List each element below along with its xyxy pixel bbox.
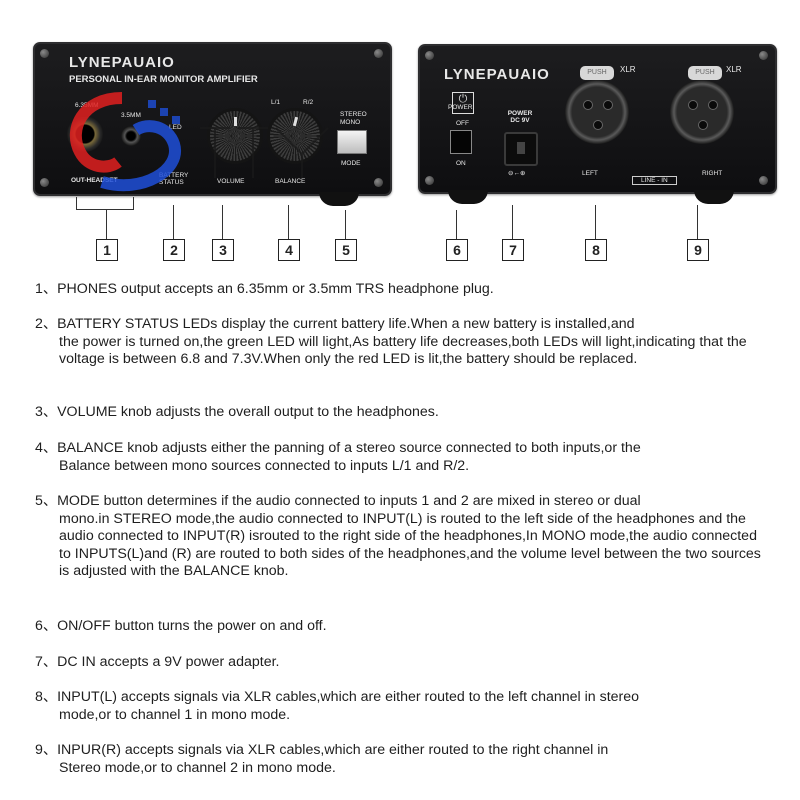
callout-number-8: 8 [585,239,607,261]
screw-icon [425,176,434,185]
callout-number-6: 6 [446,239,468,261]
description-5: 5、MODE button determines if the audio co… [35,493,770,581]
label-stereo: STEREO [340,111,367,118]
description-2-text: 2、BATTERY STATUS LEDs display the curren… [35,316,635,332]
description-1: 1、PHONES output accepts an 6.35mm or 3.5… [35,281,770,299]
callout-line-9 [697,205,698,239]
label-left: LEFT [582,170,598,177]
callout-number-1: 1 [96,239,118,261]
callout-number-4: 4 [278,239,300,261]
description-8: 8、INPUT(L) accepts signals via XLR cable… [35,689,770,724]
power-icon: ⏻ [452,92,474,114]
description-9-text: 9、INPUR(R) accepts signals via XLR cable… [35,742,609,758]
front-subtitle: PERSONAL IN-EAR MONITOR AMPLIFIER [69,74,258,85]
label-power-dc: POWER DC 9V [507,110,533,124]
label-right: RIGHT [702,170,723,177]
push-tab-right[interactable]: PUSH [688,66,722,80]
screw-icon [374,178,383,187]
watermark-logo [69,92,181,192]
rear-panel: LYNEPAUAIO ⏻ POWER OFF ON POWER DC 9V ⊖←… [418,44,777,194]
rear-brand: LYNEPAUAIO [444,66,550,83]
label-battery-status: BATTERY STATUS [159,172,189,186]
callout-line-4 [288,205,289,239]
label-35: 3.5MM [121,112,141,119]
front-foot [319,192,359,206]
screw-icon [425,51,434,60]
label-xlr-left: XLR [620,65,636,74]
label-l1: L/1 [271,99,281,106]
rear-foot-left [448,190,488,204]
screw-icon [759,176,768,185]
label-volume: VOLUME [217,178,245,185]
description-6: 6、ON/OFF button turns the power on and o… [35,618,770,636]
label-line-in: LINE - IN [632,176,677,185]
callout-line-8 [595,205,596,239]
label-off: OFF [456,120,469,127]
callout-number-5: 5 [335,239,357,261]
description-3: 3、VOLUME knob adjusts the overall output… [35,404,770,422]
headphone-jack-35[interactable] [121,126,141,146]
dc-polarity-icon: ⊖←⊕ [508,170,526,177]
rear-foot-right [694,190,734,204]
label-balance: BALANCE [275,178,306,185]
push-tab-left[interactable]: PUSH [580,66,614,80]
screw-icon [374,49,383,58]
xlr-input-right[interactable] [670,80,734,144]
callout-number-2: 2 [163,239,185,261]
description-4: 4、BALANCE knob adjusts either the pannin… [35,440,770,475]
screw-icon [759,51,768,60]
description-6-text: 6、ON/OFF button turns the power on and o… [35,618,327,634]
description-7-text: 7、DC IN accepts a 9V power adapter. [35,654,280,670]
screw-icon [40,178,49,187]
balance-knob[interactable] [267,108,323,164]
description-2-continued: the power is turned on,the green LED wil… [59,333,747,368]
description-9: 9、INPUR(R) accepts signals via XLR cable… [35,742,770,777]
callout-line-2 [173,205,174,239]
label-xlr-right: XLR [726,65,742,74]
label-power: POWER [448,104,473,111]
screw-icon [40,49,49,58]
label-led: LED [169,124,182,131]
label-mono: MONO [340,119,361,126]
callout-bracket-1 [76,197,134,210]
callout-line-3 [222,205,223,239]
front-brand: LYNEPAUAIO [69,54,175,71]
xlr-input-left[interactable] [565,80,629,144]
description-5-continued: mono.in STEREO mode,the audio connected … [59,510,761,580]
mode-button[interactable] [337,130,367,154]
callout-line-7 [512,205,513,239]
label-mode: MODE [341,160,361,167]
description-2: 2、BATTERY STATUS LEDs display the curren… [35,316,770,369]
description-7: 7、DC IN accepts a 9V power adapter. [35,654,770,672]
dc-jack[interactable] [504,132,538,166]
callout-number-7: 7 [502,239,524,261]
description-3-text: 3、VOLUME knob adjusts the overall output… [35,404,439,420]
callout-number-3: 3 [212,239,234,261]
description-4-text: 4、BALANCE knob adjusts either the pannin… [35,440,641,456]
callout-line-1 [106,209,107,239]
watermark-lettering [200,127,329,178]
callout-number-9: 9 [687,239,709,261]
description-9-continued: Stereo mode,or to channel 2 in mono mode… [59,759,336,776]
power-button[interactable] [450,130,472,154]
label-r2: R/2 [303,99,314,106]
label-on: ON [456,160,466,167]
label-out-headset: OUT-HEADSET [71,177,118,184]
description-5-text: 5、MODE button determines if the audio co… [35,493,641,509]
callout-line-6 [456,210,457,239]
description-1-text: 1、PHONES output accepts an 6.35mm or 3.5… [35,281,494,297]
description-4-continued: Balance between mono sources connected t… [59,457,470,474]
callout-line-5 [345,210,346,239]
description-8-text: 8、INPUT(L) accepts signals via XLR cable… [35,689,640,705]
description-8-continued: mode,or to channel 1 in mono mode. [59,706,291,723]
